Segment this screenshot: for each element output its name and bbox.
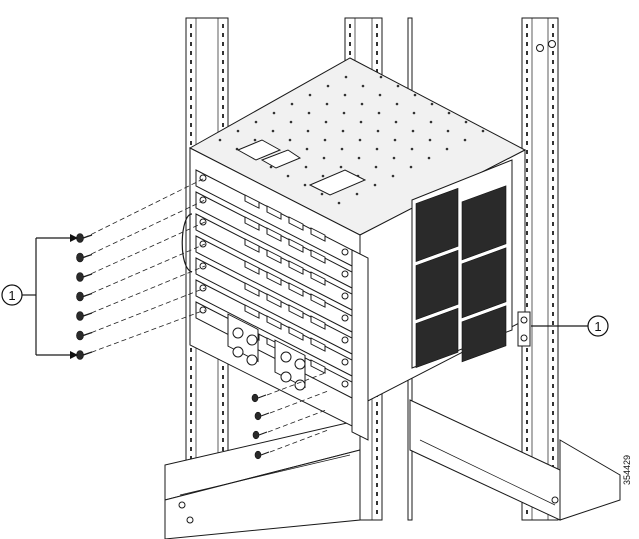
screw-icon [76,252,93,263]
right-bracket [517,311,531,347]
callout-left: 1 [1,284,23,306]
svg-text:1: 1 [8,288,15,303]
screw-icon [254,450,270,460]
chassis-side [359,149,526,406]
callout-bracket-left [22,234,78,359]
screw-icon [76,330,93,341]
mounting-bracket-left [351,249,369,441]
left-screws [76,177,206,360]
figure-id: 354429 [622,455,632,485]
screw-icon [76,233,93,243]
screw-icon [76,272,93,282]
callout-right: 1 [531,315,609,337]
lower-screws [251,372,329,460]
screw-icon [76,291,93,302]
screw-icon [252,430,268,440]
rack-base [164,399,621,539]
screw-icon [254,411,270,421]
power-supply-area [227,313,306,391]
chassis-front [181,147,361,431]
chassis-handle [181,213,193,273]
screw-icon [251,393,267,403]
svg-text:1: 1 [594,319,601,334]
screw-icon [76,350,93,360]
rack-post-right-rear [521,17,559,521]
screw-icon [76,311,93,321]
